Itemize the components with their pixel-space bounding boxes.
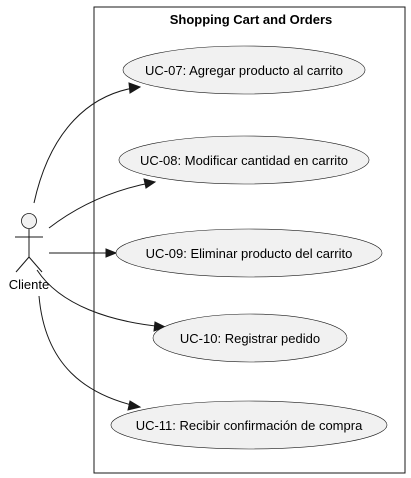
use-case-ellipse bbox=[115, 228, 383, 278]
association-uc08 bbox=[48, 181, 156, 229]
arrow-uc09 bbox=[105, 248, 118, 258]
arrow-uc11 bbox=[127, 400, 142, 411]
use-case-ellipse bbox=[152, 313, 348, 363]
actor-left-leg bbox=[15, 256, 30, 273]
actor-label: Cliente bbox=[9, 277, 49, 292]
association-uc07 bbox=[33, 86, 141, 204]
associations bbox=[33, 82, 167, 411]
use-case-ellipse bbox=[118, 135, 370, 185]
association-uc10 bbox=[36, 269, 166, 328]
use-case-label: UC-07: Agregar producto al carrito bbox=[145, 63, 343, 78]
boundary-title: Shopping Cart and Orders bbox=[170, 12, 333, 27]
use-case-uc07: UC-07: Agregar producto al carrito bbox=[122, 45, 366, 95]
use-case-label: UC-08: Modificar cantidad en carrito bbox=[140, 153, 348, 168]
arrow-uc08 bbox=[143, 178, 157, 189]
use-case-uc11: UC-11: Recibir confirmación de compra bbox=[110, 400, 388, 450]
use-case-label: UC-09: Eliminar producto del carrito bbox=[146, 246, 353, 261]
use-case-ellipse bbox=[122, 45, 366, 95]
use-case-ellipse bbox=[110, 400, 388, 450]
association-uc11 bbox=[38, 295, 141, 408]
use-case-uc09: UC-09: Eliminar producto del carrito bbox=[115, 228, 383, 278]
use-case-label: UC-11: Recibir confirmación de compra bbox=[136, 418, 363, 433]
actor-head bbox=[21, 213, 37, 229]
use-case-uc10: UC-10: Registrar pedido bbox=[152, 313, 348, 363]
actor-cliente: Cliente bbox=[9, 213, 49, 292]
arrow-uc07 bbox=[128, 82, 142, 94]
use-case-label: UC-10: Registrar pedido bbox=[180, 331, 320, 346]
use-case-uc08: UC-08: Modificar cantidad en carrito bbox=[118, 135, 370, 185]
actor-right-leg bbox=[28, 256, 43, 273]
